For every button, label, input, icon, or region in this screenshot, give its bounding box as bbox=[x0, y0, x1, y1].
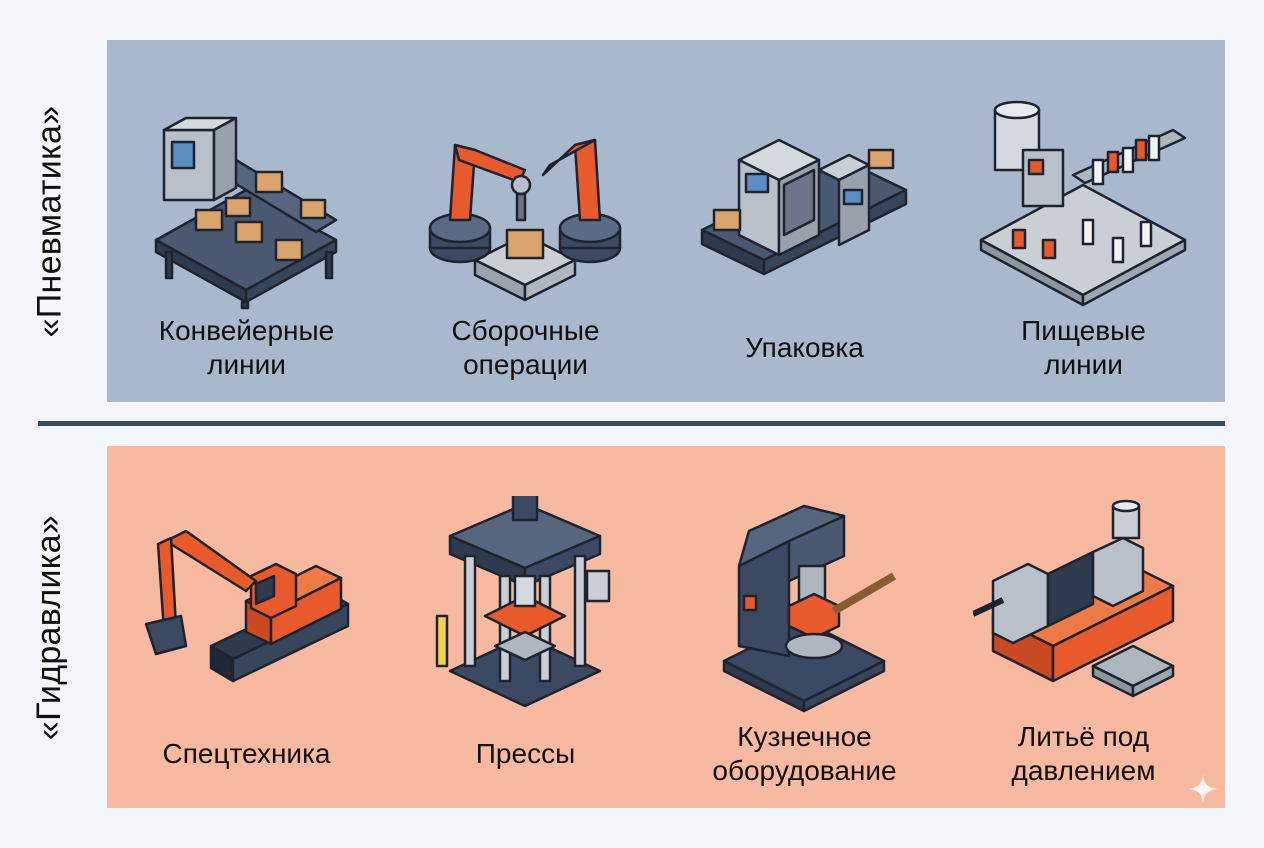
bottling-line-icon bbox=[979, 100, 1187, 307]
card-label: Конвейерные линии bbox=[158, 315, 335, 380]
pneumatics-panel: Конвейерные линии Сбо bbox=[107, 40, 1225, 402]
card-label: Сборочные операции bbox=[451, 315, 600, 380]
card-label: Спецтехника bbox=[162, 738, 331, 769]
hydraulics-panel: Спецтехника Прессы bbox=[107, 446, 1225, 808]
card-special-machinery: Спецтехника bbox=[107, 446, 386, 808]
card-label: Кузнечное оборудование bbox=[712, 721, 897, 786]
hydraulics-title: «Гидравлика» bbox=[30, 514, 69, 740]
robot-arms-icon bbox=[428, 138, 622, 302]
packaging-machine-icon bbox=[700, 138, 908, 276]
conveyor-icon bbox=[154, 116, 338, 310]
card-label: Литьё под давлением bbox=[1011, 721, 1156, 786]
forging-hammer-icon bbox=[722, 504, 897, 713]
hydraulics-section-label: «Гидравлика» bbox=[0, 446, 100, 808]
hydraulic-press-icon bbox=[435, 496, 611, 708]
card-label: Прессы bbox=[475, 738, 576, 769]
injection-molding-icon bbox=[973, 499, 1175, 698]
card-label: Пищевые линии bbox=[1021, 315, 1146, 380]
card-food-lines: Пищевые линии bbox=[944, 40, 1223, 402]
card-injection-molding: Литьё под давлением bbox=[944, 446, 1223, 808]
excavator-icon bbox=[144, 529, 350, 683]
card-assembly-operations: Сборочные операции bbox=[386, 40, 665, 402]
card-conveyor-lines: Конвейерные линии bbox=[107, 40, 386, 402]
pneumatics-title: «Пневматика» bbox=[30, 105, 69, 337]
sparkle-icon bbox=[1188, 774, 1218, 804]
card-forging-equipment: Кузнечное оборудование bbox=[665, 446, 944, 808]
card-presses: Прессы bbox=[386, 446, 665, 808]
card-packaging: Упаковка bbox=[665, 40, 944, 402]
section-divider bbox=[38, 421, 1225, 426]
card-label: Упаковка bbox=[745, 332, 864, 363]
pneumatics-section-label: «Пневматика» bbox=[0, 40, 100, 402]
